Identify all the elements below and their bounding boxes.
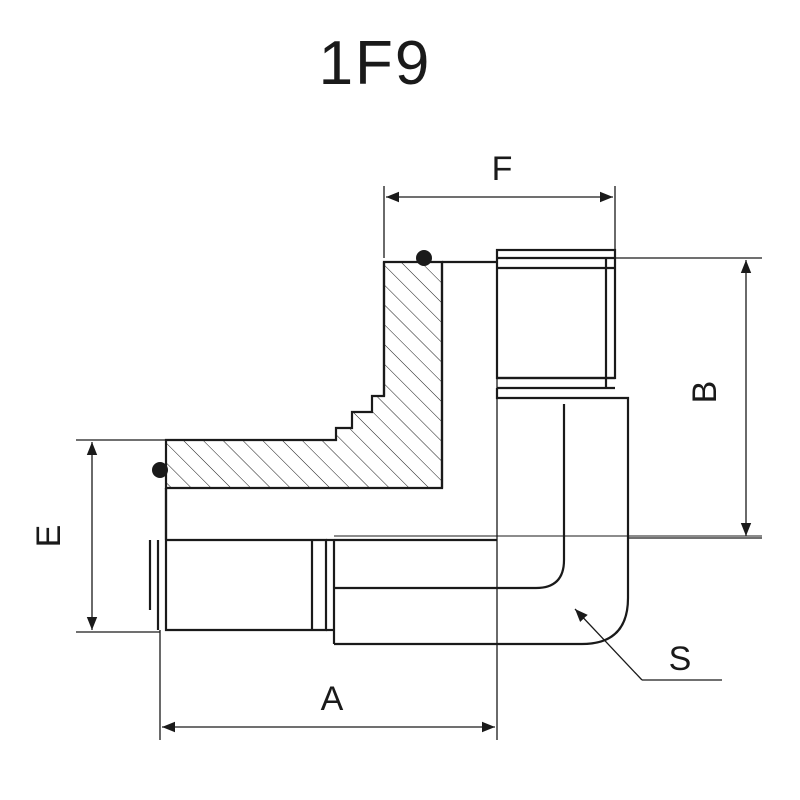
hatched-section	[164, 260, 444, 490]
dim-label-f: F	[492, 150, 513, 188]
o-ring-top	[416, 250, 432, 266]
dim-label-b: B	[686, 381, 724, 404]
dim-label-s: S	[669, 640, 692, 678]
dim-label-a: A	[321, 680, 344, 718]
upper-port	[495, 248, 617, 390]
left-port	[148, 488, 334, 632]
drawing-title: 1F9	[318, 29, 432, 98]
dim-label-e: E	[30, 525, 68, 548]
o-ring-left	[152, 462, 168, 478]
